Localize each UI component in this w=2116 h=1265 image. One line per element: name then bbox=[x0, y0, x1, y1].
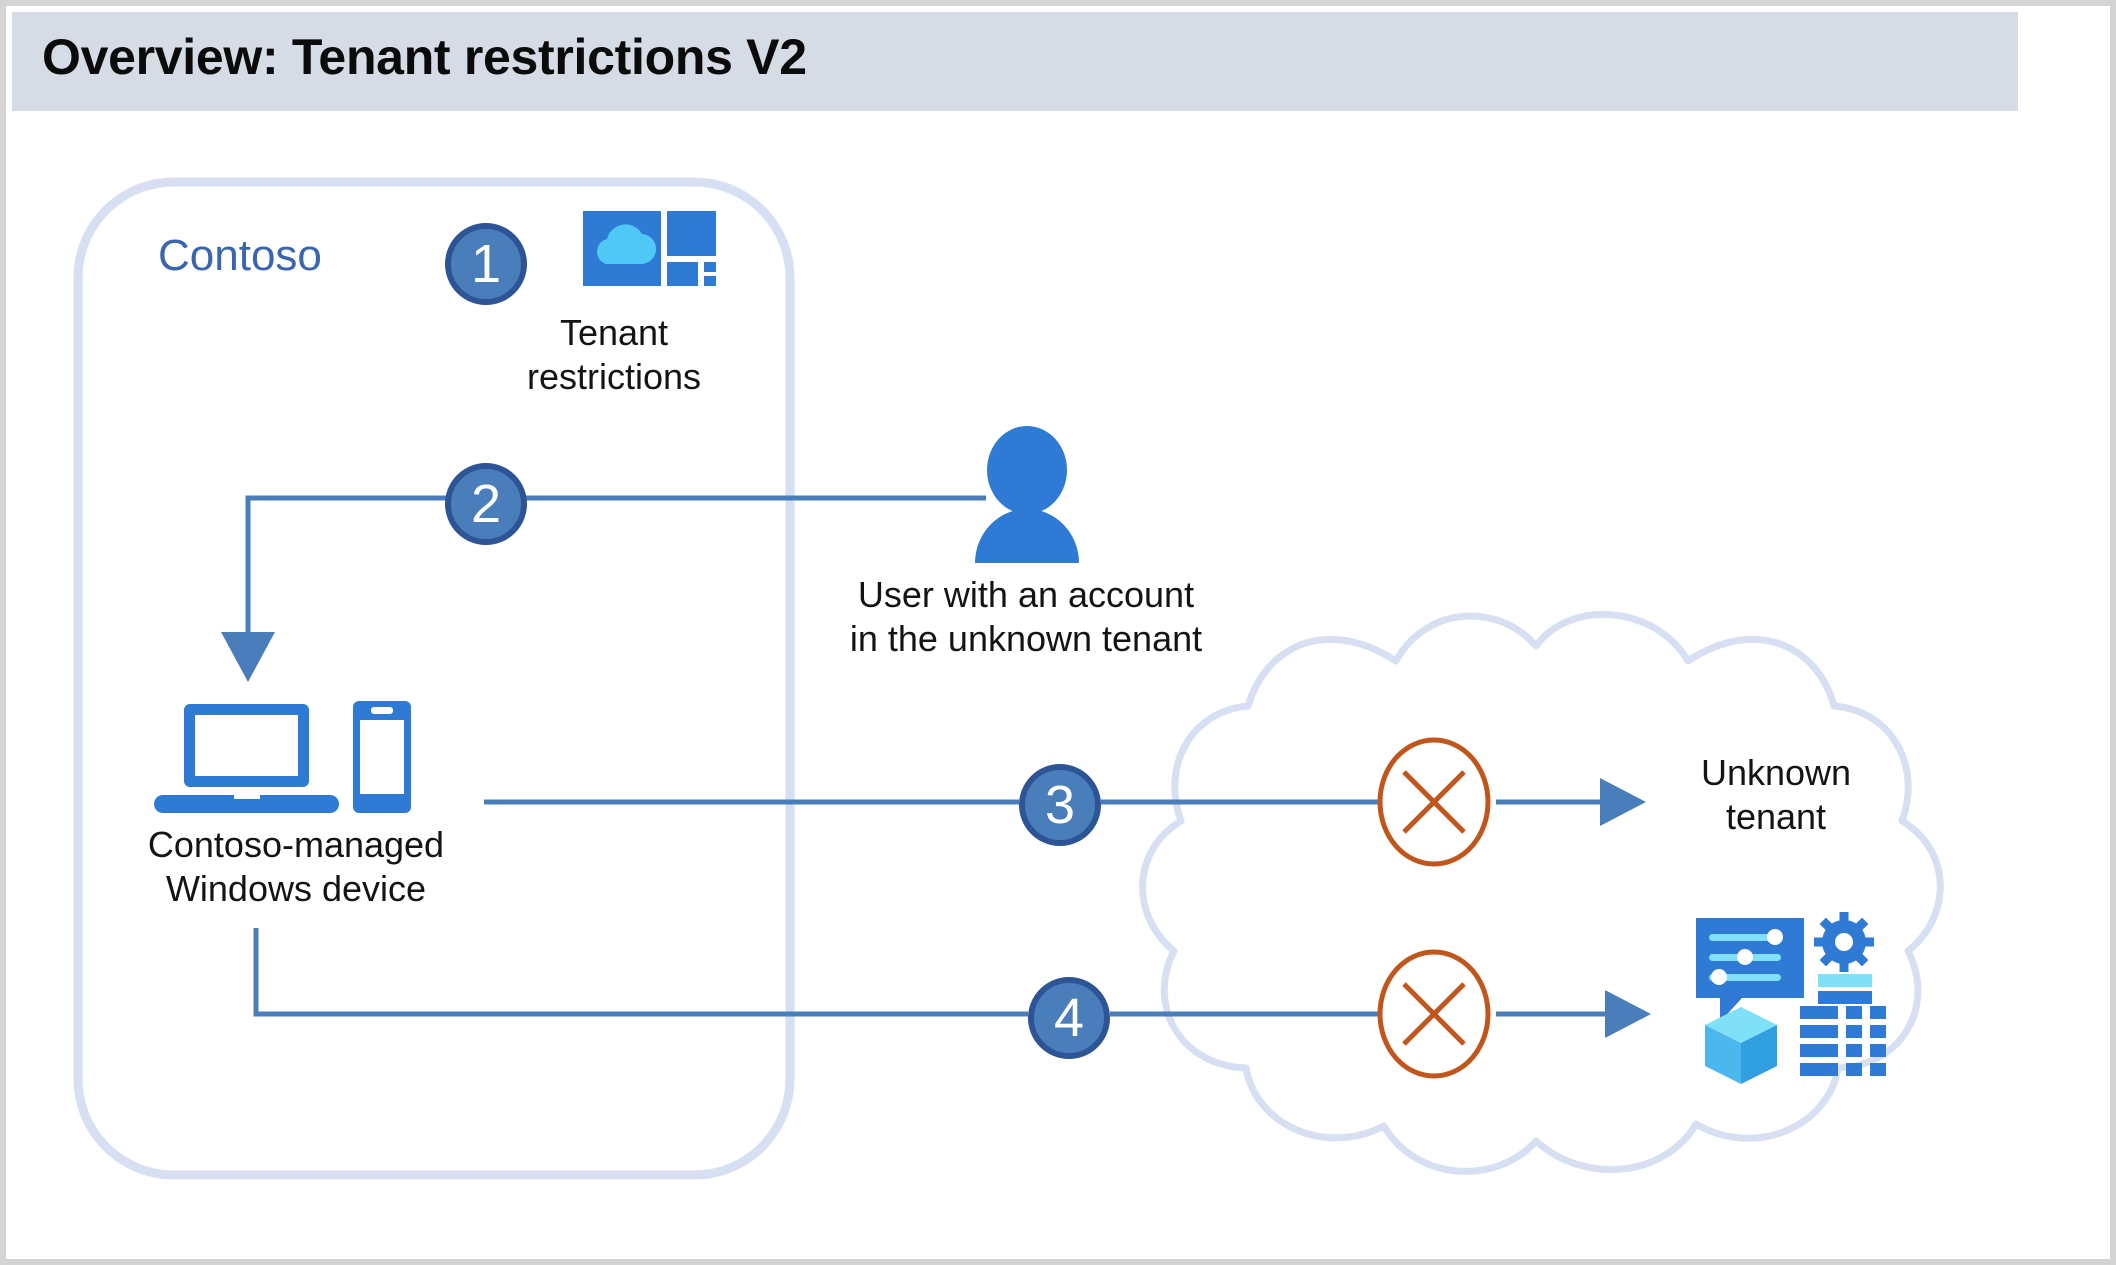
device-label: Contoso-managed Windows device bbox=[147, 824, 445, 909]
connector-step-2 bbox=[221, 495, 986, 682]
contoso-boundary bbox=[73, 177, 795, 1180]
step-badge-1[interactable]: 1 bbox=[445, 223, 527, 305]
grid-icon bbox=[1800, 1006, 1886, 1076]
step-badge-4[interactable]: 4 bbox=[1028, 977, 1110, 1059]
unknown-tenant-cloud bbox=[1139, 610, 1944, 1175]
cloud-apps-icon bbox=[1696, 912, 1886, 1084]
unknown-tenant-label: Unknown tenant bbox=[1700, 752, 1852, 837]
diagram-graphics bbox=[73, 177, 1944, 1180]
header-band bbox=[12, 12, 2018, 111]
connector-step-3 bbox=[484, 778, 1646, 826]
step-badge-2[interactable]: 2 bbox=[445, 463, 527, 545]
connector-step-4 bbox=[253, 928, 1651, 1038]
block-marker-4 bbox=[1377, 949, 1491, 1079]
laptop-and-phone-icon bbox=[154, 701, 411, 813]
contoso-boundary-label: Contoso bbox=[158, 231, 322, 280]
tenant-restrictions-label: Tenant restrictions bbox=[526, 312, 702, 397]
person-icon bbox=[975, 426, 1079, 563]
page-title: Overview: Tenant restrictions V2 bbox=[42, 29, 807, 85]
tenant-restrictions-icon bbox=[583, 211, 716, 286]
step-badge-3[interactable]: 3 bbox=[1019, 764, 1101, 846]
user-label: User with an account in the unknown tena… bbox=[849, 574, 1203, 659]
block-marker-3 bbox=[1377, 737, 1491, 867]
cube-icon bbox=[1705, 1007, 1777, 1084]
